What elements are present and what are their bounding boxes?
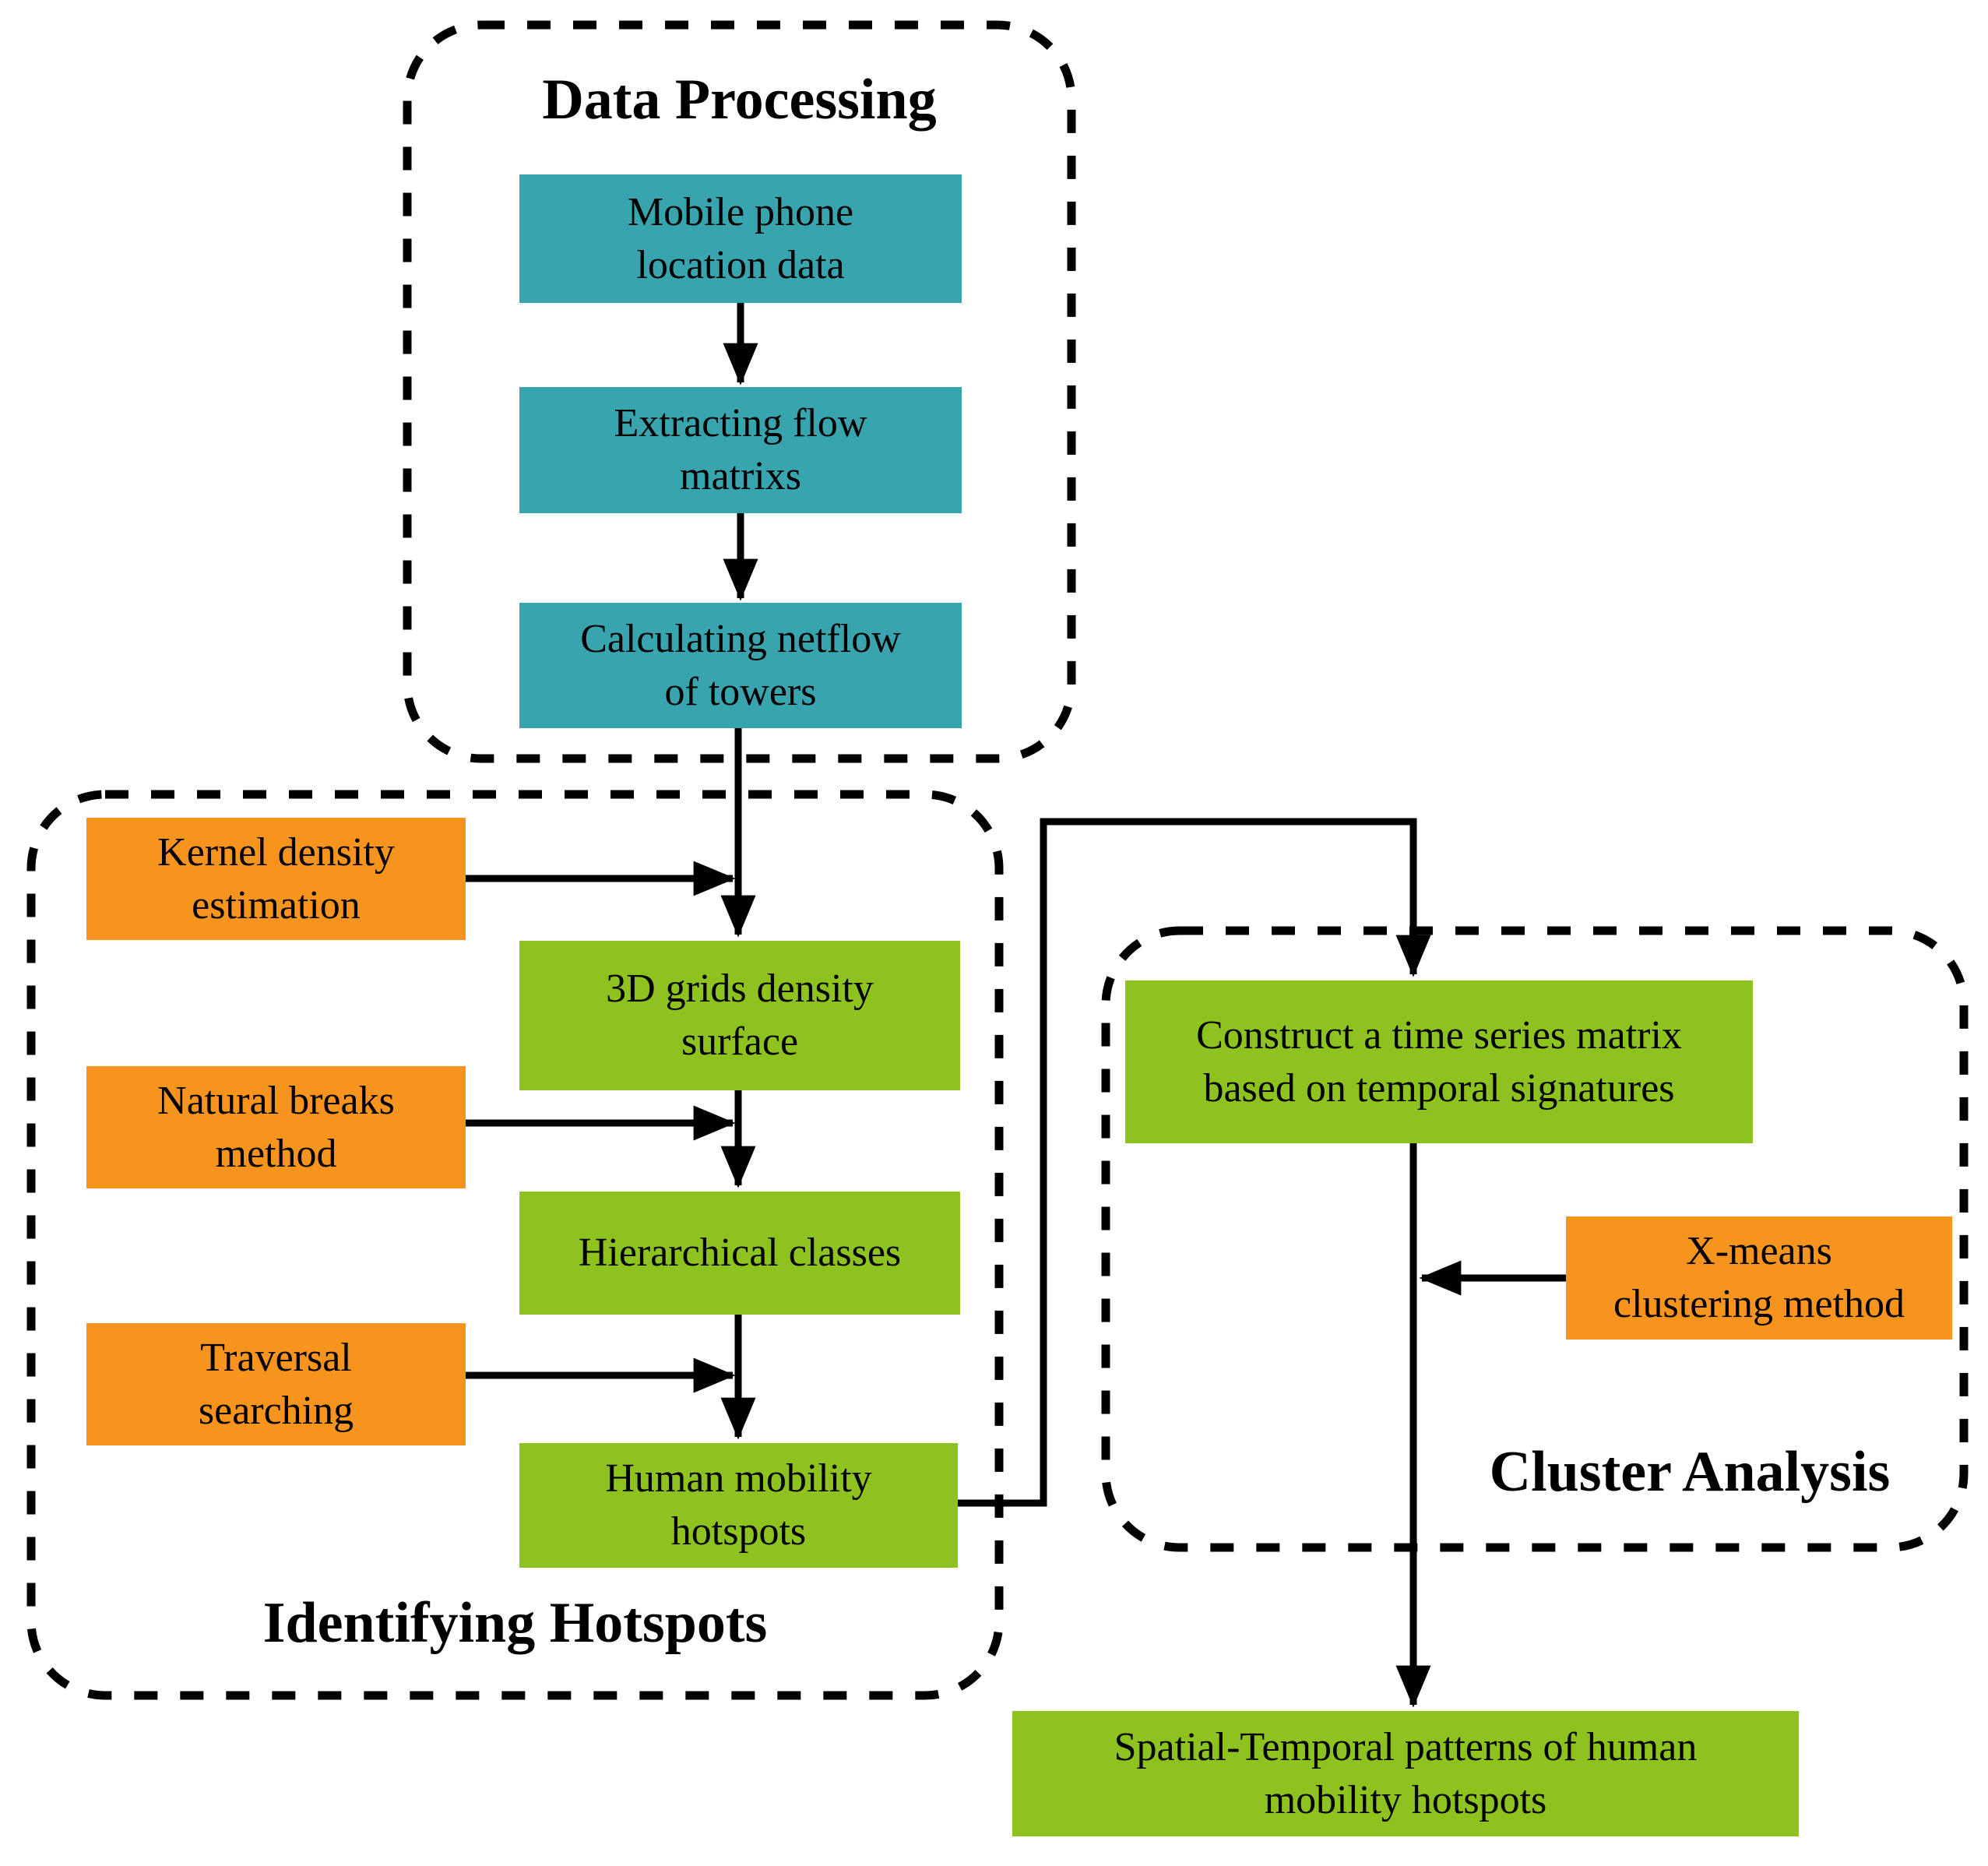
- data-processing-group-border: [403, 20, 1076, 763]
- node-construct-time-series-matrix: Construct a time series matrix based on …: [1125, 981, 1753, 1143]
- node-spatial-temporal-patterns: Spatial-Temporal patterns of human mobil…: [1012, 1711, 1799, 1836]
- node-label: Traversal searching: [198, 1335, 354, 1433]
- node-label: Extracting flow matrixs: [614, 401, 867, 498]
- node-label: Mobile phone location data: [627, 189, 854, 287]
- node-extracting-flow-matrixs: Extracting flow matrixs: [519, 387, 962, 513]
- node-3d-grids-density-surface: 3D grids density surface: [519, 941, 960, 1090]
- node-label: Construct a time series matrix based on …: [1196, 1012, 1682, 1111]
- cluster-analysis-group-title: Cluster Analysis: [1489, 1440, 1891, 1504]
- node-mobile-phone-location-data: Mobile phone location data: [519, 174, 962, 303]
- node-human-mobility-hotspots: Human mobility hotspots: [519, 1443, 958, 1568]
- node-label: Kernel density estimation: [157, 829, 395, 928]
- data-processing-group-title: Data Processing: [542, 68, 937, 132]
- node-xmeans-clustering-method: X-means clustering method: [1566, 1216, 1952, 1340]
- node-label: 3D grids density surface: [606, 966, 874, 1064]
- node-hierarchical-classes: Hierarchical classes: [519, 1192, 960, 1315]
- node-traversal-searching: Traversal searching: [86, 1323, 466, 1445]
- node-calculating-netflow-of-towers: Calculating netflow of towers: [519, 603, 962, 728]
- node-label: Calculating netflow of towers: [580, 616, 901, 714]
- node-label: Natural breaks method: [157, 1078, 395, 1176]
- node-label: Spatial-Temporal patterns of human mobil…: [1114, 1724, 1698, 1822]
- node-label: X-means clustering method: [1613, 1229, 1905, 1326]
- node-label: Hierarchical classes: [578, 1231, 902, 1276]
- node-label: Human mobility hotspots: [605, 1456, 872, 1554]
- node-kernel-density-estimation: Kernel density estimation: [86, 818, 466, 940]
- arrow-human-to-construct: [958, 818, 1431, 1507]
- identifying-hotspots-group-border: [26, 790, 1004, 1700]
- cluster-analysis-group-border: [1101, 926, 1969, 1552]
- node-natural-breaks-method: Natural breaks method: [86, 1066, 466, 1188]
- identifying-hotspots-group-title: Identifying Hotspots: [262, 1591, 768, 1655]
